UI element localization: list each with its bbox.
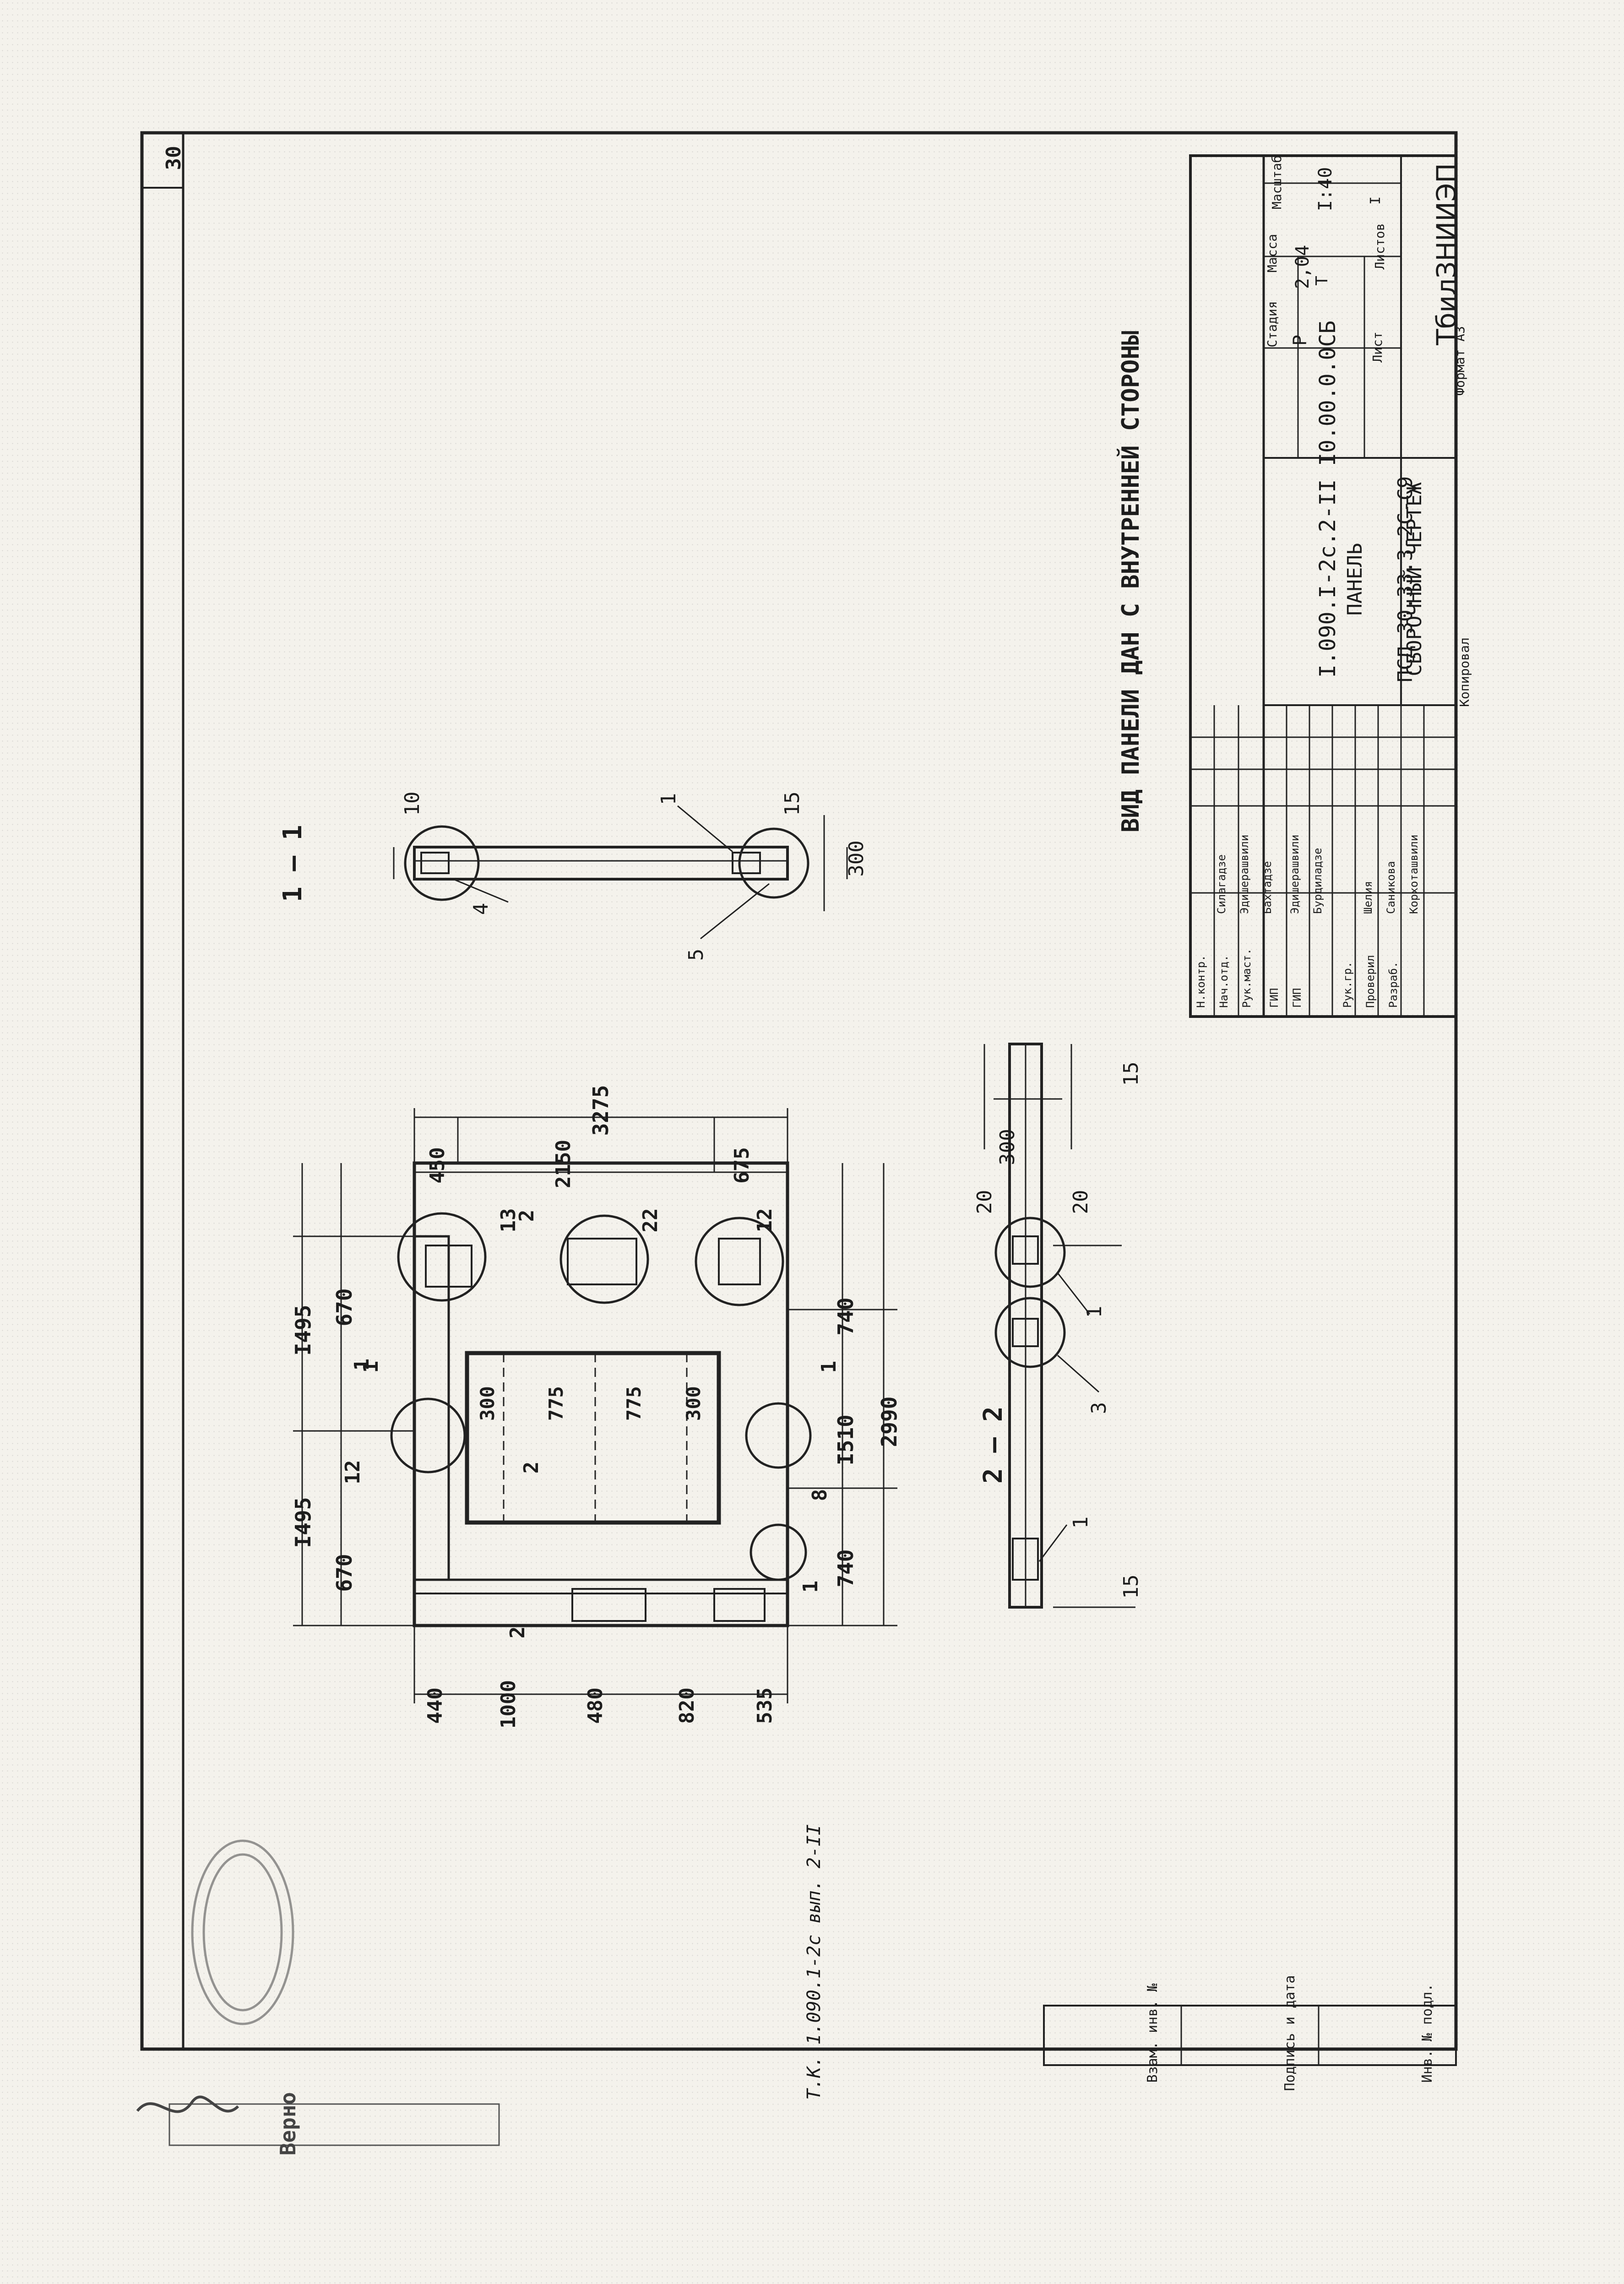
side-replace-label: Взам. инв. № bbox=[1145, 1983, 1161, 2083]
signer-role-5: ГИП bbox=[1291, 988, 1304, 1008]
s2-dim-15a: 15 bbox=[1119, 1061, 1143, 1086]
s2-callout-3: 3 bbox=[1087, 1402, 1111, 1414]
outer-frame bbox=[140, 131, 1458, 2051]
fv-left-dim-5: 535 bbox=[753, 1687, 777, 1724]
stage-header: Стадия bbox=[1265, 301, 1280, 348]
scale-value: I:40 bbox=[1315, 167, 1336, 212]
doc-code: I.090.I-2c.2-II I0.00.0.0CБ bbox=[1315, 320, 1341, 678]
fv-callout-2c: 2 bbox=[506, 1626, 529, 1639]
fv-inner-dim-4: 300 bbox=[682, 1386, 705, 1421]
title-block-lines bbox=[1189, 154, 1457, 1018]
front-dimensions bbox=[293, 1108, 897, 1703]
s2-dim-20b: 20 bbox=[1069, 1190, 1092, 1214]
signer-name-5: Бурдиладзе bbox=[1311, 848, 1324, 914]
signature-mark bbox=[136, 2095, 239, 2113]
sheets-value: I bbox=[1368, 196, 1384, 205]
sheet-label: Лист bbox=[1370, 332, 1385, 363]
fv-left-dim-4: 820 bbox=[675, 1687, 699, 1724]
signer-name-6: Шелия bbox=[1362, 881, 1374, 914]
mass-unit: Т bbox=[1313, 276, 1331, 286]
signer-role-8: Разраб. bbox=[1387, 961, 1400, 1008]
copied-label: Копировал bbox=[1457, 637, 1472, 707]
s1-callout-5: 5 bbox=[684, 948, 708, 961]
fv-bot-dim-1: 740 bbox=[833, 1297, 858, 1336]
fv-callout-2b: 2 bbox=[515, 1209, 538, 1222]
signer-role-6: Рук.гр. bbox=[1341, 961, 1354, 1008]
side-inv-label: Инв. № подл. bbox=[1419, 1983, 1435, 2083]
signer-name-1: Силагадзе bbox=[1215, 854, 1228, 914]
signer-name-2: Эдишерашвили bbox=[1238, 834, 1251, 914]
fv-right-dim-4: 3275 bbox=[588, 1085, 613, 1136]
s1-dim-15: 15 bbox=[781, 791, 804, 816]
product-type: СБОРОЧНЫЙ ЧЕРТЕЖ bbox=[1403, 482, 1426, 676]
view-caption: ВИД ПАНЕЛИ ДАН С ВНУТРЕННЕЙ СТОРОНЫ bbox=[1117, 331, 1145, 832]
s1-callout-1: 1 bbox=[657, 793, 680, 805]
product-name: ПАНЕЛЬ bbox=[1343, 543, 1367, 616]
side-sign-label: Подпись и дата bbox=[1282, 1975, 1298, 2091]
signer-role-4: ГИП bbox=[1268, 988, 1281, 1008]
section-2-2 bbox=[983, 1043, 1135, 1609]
s2-callout-1b: 1 bbox=[1069, 1516, 1092, 1529]
signer-name-8: Корхоташвили bbox=[1407, 834, 1420, 914]
sheet-number: 30 bbox=[162, 146, 185, 170]
fv-callout-12b: 12 bbox=[753, 1208, 777, 1233]
fv-callout-2: 2 bbox=[520, 1461, 543, 1474]
album-note: Т.К. 1.090.1-2с вып. 2-II bbox=[804, 1824, 825, 2100]
round-stamp bbox=[191, 1839, 294, 2025]
fv-right-dim-1: 450 bbox=[426, 1147, 449, 1184]
signer-name-7: Саникова bbox=[1385, 861, 1397, 914]
s2-callout-1a: 1 bbox=[1083, 1305, 1106, 1318]
fv-bot-dim-4: 2990 bbox=[877, 1396, 902, 1447]
s1-dim-300: 300 bbox=[845, 840, 868, 877]
scale-header: Масштаб bbox=[1269, 155, 1284, 210]
fv-inner-dim-2: 775 bbox=[545, 1386, 567, 1421]
fv-right-dim-3: 675 bbox=[730, 1147, 754, 1184]
fv-top-dim-3: 670 bbox=[332, 1288, 357, 1327]
fv-callout-8: 8 bbox=[808, 1489, 831, 1501]
front-view bbox=[390, 1161, 812, 1627]
fv-callout-22: 22 bbox=[639, 1208, 662, 1233]
section-1-1 bbox=[393, 805, 848, 940]
fv-callout-12a: 12 bbox=[341, 1460, 364, 1485]
s2-dim-20a: 20 bbox=[973, 1190, 996, 1214]
signer-role-3: Рук.маст. bbox=[1240, 948, 1253, 1008]
s2-dim-300: 300 bbox=[996, 1129, 1019, 1165]
signer-role-2: Нач.отд. bbox=[1217, 955, 1230, 1008]
side-block bbox=[1043, 2005, 1457, 2066]
fv-top-dim-2: I495 bbox=[291, 1497, 315, 1548]
section-2-title: 2 – 2 bbox=[978, 1406, 1008, 1484]
s1-callout-4: 4 bbox=[469, 903, 493, 915]
verno-stamp-box bbox=[168, 2103, 500, 2146]
stage-value: Р bbox=[1290, 334, 1311, 346]
s1-dim-10: 10 bbox=[401, 791, 424, 816]
signer-name-4: Эдишерашвили bbox=[1288, 834, 1301, 914]
signer-name-3: Бахтадзе bbox=[1261, 861, 1274, 914]
signer-role-7: Проверил bbox=[1364, 955, 1377, 1008]
format-label: Формат А3 bbox=[1452, 326, 1467, 396]
fv-callout-1b: 1 bbox=[799, 1580, 822, 1593]
section-1-title: 1 – 1 bbox=[278, 825, 308, 902]
fv-callout-1d: 1 bbox=[817, 1360, 841, 1373]
s2-dim-15b: 15 bbox=[1119, 1574, 1143, 1599]
fv-left-dim-1: 440 bbox=[424, 1687, 447, 1724]
fv-callout-1c: 1 bbox=[359, 1360, 383, 1373]
fv-inner-dim-3: 775 bbox=[623, 1386, 645, 1421]
fv-top-dim-4: 670 bbox=[332, 1554, 357, 1592]
fv-inner-dim-1: 300 bbox=[476, 1386, 499, 1421]
verno-stamp-text: Верно bbox=[276, 2092, 300, 2156]
signer-role-1: Н.контр. bbox=[1195, 955, 1207, 1008]
mass-value: 2,04 bbox=[1292, 245, 1313, 289]
fv-right-dim-2: 2150 bbox=[552, 1140, 575, 1188]
fv-bot-dim-2: I510 bbox=[833, 1414, 858, 1465]
mass-header: Масса bbox=[1265, 234, 1280, 273]
fv-left-dim-2: 1000 bbox=[497, 1680, 520, 1729]
sheets-label: Листов bbox=[1372, 223, 1387, 270]
fv-bot-dim-3: 740 bbox=[833, 1549, 858, 1588]
fv-left-dim-3: 480 bbox=[584, 1687, 607, 1724]
fv-top-dim-1: I495 bbox=[291, 1305, 315, 1356]
